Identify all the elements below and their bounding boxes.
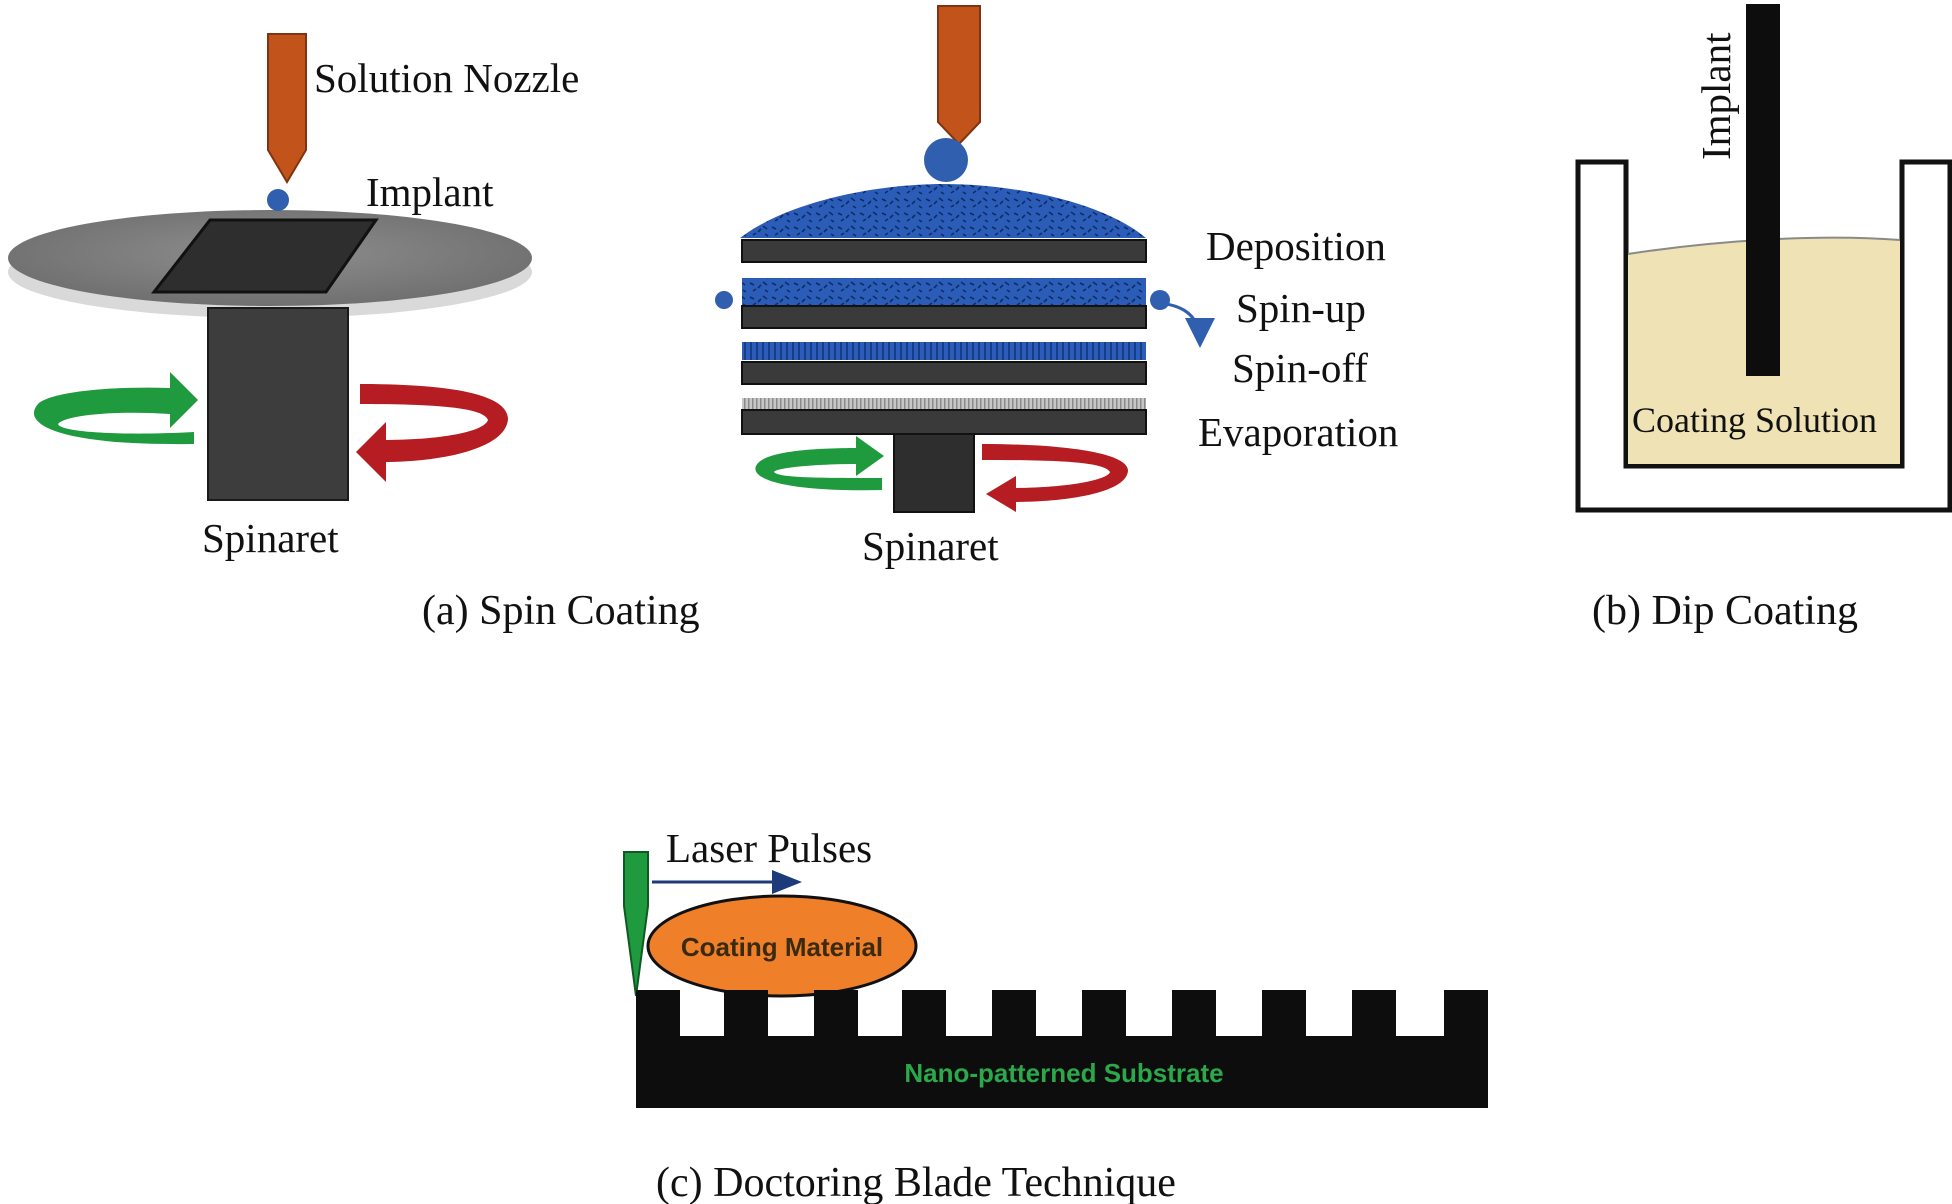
stage-label-spin-off: Spin-off — [1232, 345, 1368, 391]
nano-patterned-substrate — [636, 990, 1488, 1108]
substrate-tooth — [1082, 990, 1126, 1038]
stage-label-evaporation: Evaporation — [1198, 409, 1398, 455]
green-rotation-arrow-icon — [33, 372, 198, 445]
coating-material-blob — [646, 894, 918, 998]
spin-up-plate — [741, 305, 1147, 329]
substrate-tooth — [814, 990, 858, 1038]
stage-red-rotation-arrow-icon — [982, 444, 1128, 512]
substrate-tooth — [1172, 990, 1216, 1038]
implant-rod — [1746, 4, 1780, 376]
stage-droplet-icon — [924, 138, 968, 182]
stage-nozzle-icon — [937, 5, 981, 146]
substrate-tooth — [724, 990, 768, 1038]
caption-spin-coating: (a) Spin Coating — [422, 588, 700, 634]
implant-plate — [150, 218, 379, 294]
implant-label: Implant — [366, 169, 494, 215]
substrate-tooth — [636, 990, 680, 1038]
deposition-film — [740, 184, 1146, 238]
substrate-tooth — [1352, 990, 1396, 1038]
substrate-tooth — [992, 990, 1036, 1038]
spin-coating-left-setup: Solution Nozzle Implant Spinaret — [8, 33, 579, 561]
substrate-tooth — [902, 990, 946, 1038]
substrate-tooth — [1444, 990, 1488, 1038]
laser-pulses-label: Laser Pulses — [666, 825, 872, 871]
dip-coating-diagram: Implant Coating Solution — [1575, 4, 1952, 513]
stage-label-deposition: Deposition — [1206, 223, 1386, 269]
stage-label-spin-up: Spin-up — [1236, 285, 1366, 331]
blade-icon — [623, 851, 649, 997]
dip-implant-label: Implant — [1693, 32, 1739, 160]
caption-doctoring-blade: (c) Doctoring Blade Technique — [656, 1160, 1176, 1204]
stage-spinaret-label: Spinaret — [862, 523, 999, 569]
substrate-base — [636, 1036, 1488, 1108]
stage-spinaret-shaft — [893, 433, 975, 513]
spin-off-film — [742, 342, 1146, 360]
solution-nozzle-label: Solution Nozzle — [314, 55, 579, 101]
solution-nozzle-icon — [267, 33, 307, 184]
substrate-tooth — [1262, 990, 1306, 1038]
spin-up-droplet-left-icon — [715, 291, 733, 309]
spin-up-film — [742, 278, 1146, 306]
stage-green-rotation-arrow-icon — [755, 436, 884, 491]
deposition-plate — [741, 239, 1147, 263]
droplet-icon — [267, 189, 289, 211]
doctoring-blade-diagram: Laser Pulses Coating Material Nano-patte… — [623, 825, 1488, 1108]
spin-up-droplet-right-icon — [1150, 290, 1170, 310]
caption-dip-coating: (b) Dip Coating — [1592, 588, 1858, 634]
spin-coating-stages: Deposition Spin-up Spin-off Evaporation … — [715, 5, 1398, 569]
spinaret-shaft — [207, 307, 349, 501]
red-rotation-arrow-icon — [356, 384, 508, 482]
spinaret-label: Spinaret — [202, 515, 339, 561]
evaporation-plate — [741, 409, 1147, 435]
evaporation-film — [742, 398, 1146, 410]
coating-solution-label: Coating Solution — [1632, 400, 1877, 440]
substrate-label: Nano-patterned Substrate — [904, 1058, 1223, 1088]
spin-off-drip-arrow-icon — [1165, 302, 1215, 348]
coating-material-label: Coating Material — [681, 932, 883, 962]
dip-container — [1575, 159, 1952, 513]
spin-off-plate — [741, 361, 1147, 385]
